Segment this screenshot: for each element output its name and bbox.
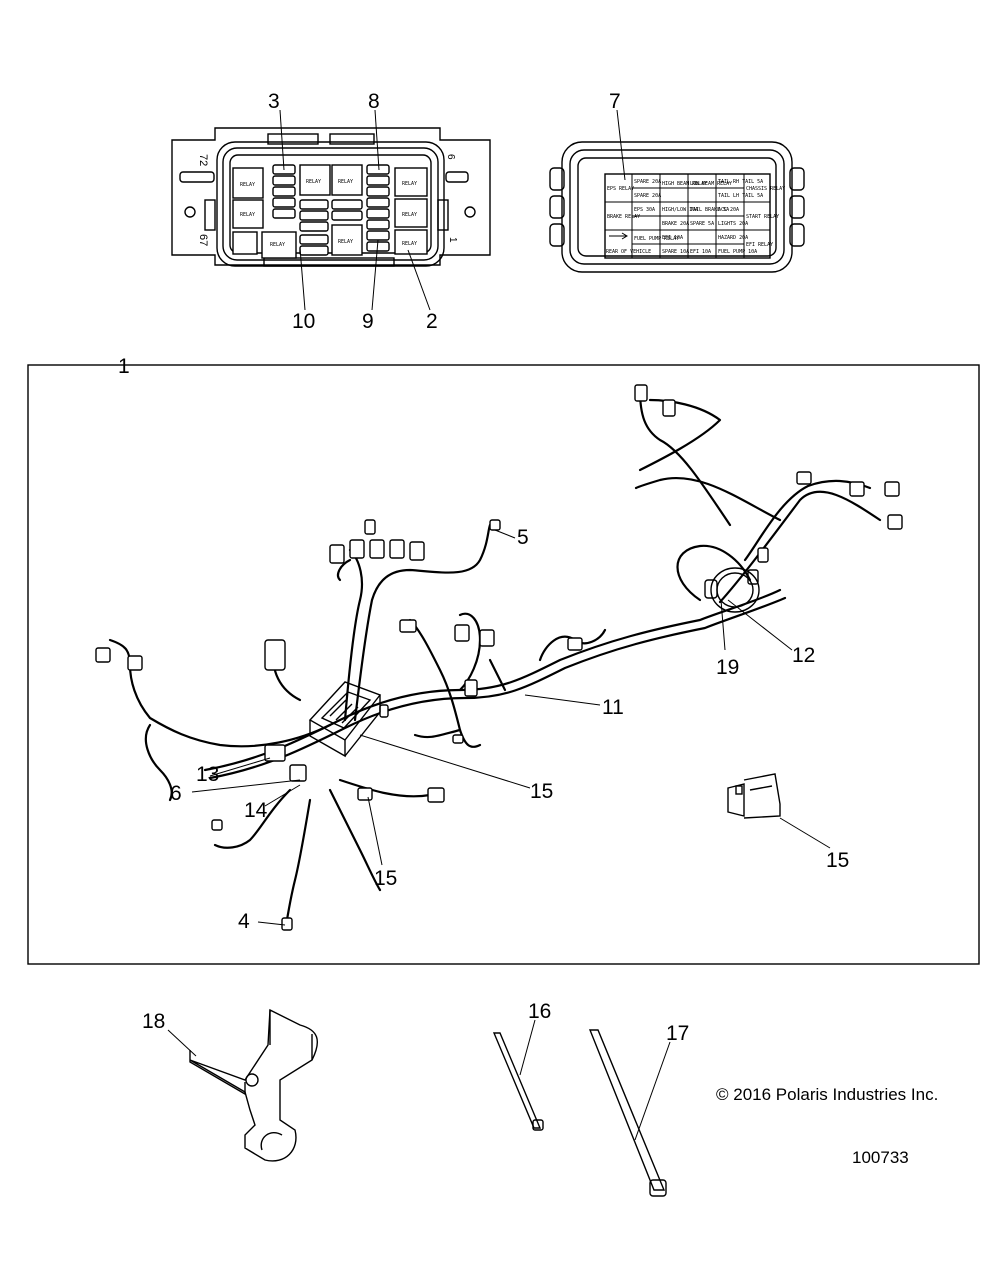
svg-text:BRAKE RELAY: BRAKE RELAY xyxy=(607,214,640,220)
relay-label: RELAY xyxy=(240,182,255,188)
callout-9: 9 xyxy=(362,310,374,333)
callout-11: 11 xyxy=(602,696,624,719)
relay-label: RELAY xyxy=(338,239,353,245)
svg-text:HIGH BEAM RELAY: HIGH BEAM RELAY xyxy=(662,181,707,187)
fuse-box-open: 72 67 6 1 RELAY RELAY RELAY RELAY RELAY … xyxy=(171,127,491,267)
svg-text:TAIL RH TAIL 5A: TAIL RH TAIL 5A xyxy=(718,179,763,185)
relay-label: RELAY xyxy=(402,241,417,247)
harness-assembly-frame xyxy=(27,364,980,965)
starter-solenoid xyxy=(704,567,760,613)
relay-label: RELAY xyxy=(240,212,255,218)
svg-text:ACC 20A: ACC 20A xyxy=(718,207,739,213)
svg-text:SPARE 20A: SPARE 20A xyxy=(634,179,661,185)
svg-text:EPS 30A: EPS 30A xyxy=(634,207,655,213)
fuse-label-row-4: BRAKE 20A SPARE 5A LIGHTS 20A xyxy=(662,221,748,227)
svg-text:CHASSIS RELAY: CHASSIS RELAY xyxy=(746,186,785,192)
svg-text:TAIL BRAKE 5A: TAIL BRAKE 5A xyxy=(690,207,729,213)
fuse-column-b xyxy=(366,164,390,252)
mini-fuse-cluster xyxy=(299,199,363,256)
relay-label: RELAY xyxy=(338,179,353,185)
svg-text:HIGH/LOW 10A: HIGH/LOW 10A xyxy=(662,207,698,213)
svg-text:HAZARD 20A: HAZARD 20A xyxy=(718,235,748,241)
svg-text:START RELAY: START RELAY xyxy=(746,214,779,220)
svg-text:SPARE 10A: SPARE 10A xyxy=(662,249,689,255)
callout-5: 5 xyxy=(517,526,529,549)
callout-12: 12 xyxy=(792,644,815,667)
svg-text:LIGHTS 20A: LIGHTS 20A xyxy=(718,221,748,227)
svg-text:SPARE 20A: SPARE 20A xyxy=(634,193,661,199)
callout-15-ecu: 15 xyxy=(530,780,553,803)
ecu-module xyxy=(308,681,382,758)
relay-label: RELAY xyxy=(270,242,285,248)
svg-text:EPS RELAY: EPS RELAY xyxy=(607,186,634,192)
callout-8: 8 xyxy=(368,90,380,113)
callout-14: 14 xyxy=(244,799,268,822)
svg-text:EFI RELAY: EFI RELAY xyxy=(746,242,773,248)
cable-tie-long xyxy=(588,1029,667,1197)
copyright-notice: © 2016 Polaris Industries Inc. xyxy=(716,1085,938,1104)
svg-text:LOW BEAM RELAY: LOW BEAM RELAY xyxy=(690,181,732,187)
fuse-label-row-6: REAR OF VEHICLE SPARE 10A EFI 10A FUEL P… xyxy=(606,249,757,255)
loose-terminal xyxy=(727,773,781,819)
cable-tie-short xyxy=(492,1032,544,1131)
fuse-box-side-label-right-bottom: 1 xyxy=(447,237,458,243)
main-wiring-harness xyxy=(108,388,882,927)
callout-3: 3 xyxy=(268,90,280,113)
callout-16: 16 xyxy=(528,1000,551,1023)
fuse-label-row-5: FUEL PUMP RELAY EFI 10A HAZARD 20A EFI R… xyxy=(634,235,773,248)
svg-text:TAIL LH TAIL 5A: TAIL LH TAIL 5A xyxy=(718,193,763,199)
callout-2: 2 xyxy=(426,310,438,333)
svg-text:BRAKE 20A: BRAKE 20A xyxy=(662,221,689,227)
svg-text:FUEL PUMP 10A: FUEL PUMP 10A xyxy=(718,249,757,255)
fuse-box-side-label-top: 72 xyxy=(197,154,209,166)
callout-15-connector: 15 xyxy=(374,867,397,890)
fuse-box-side-label-right-top: 6 xyxy=(445,154,456,160)
callout-1: 1 xyxy=(118,355,130,378)
svg-text:EFI 10A: EFI 10A xyxy=(662,235,683,241)
callout-18: 18 xyxy=(142,1010,165,1033)
relay-label: RELAY xyxy=(402,181,417,187)
callout-7: 7 xyxy=(609,90,621,113)
relay-label: RELAY xyxy=(402,212,417,218)
callout-10: 10 xyxy=(292,310,315,333)
fuse-label-row-1: EPS RELAY SPARE 20A HIGH BEAM RELAY LOW … xyxy=(607,179,785,192)
figure-number: 100733 xyxy=(852,1148,909,1167)
fuse-label-row-3: BRAKE RELAY EPS 30A HIGH/LOW 10A TAIL BR… xyxy=(607,207,779,220)
mounting-bracket xyxy=(189,1008,319,1162)
callout-17: 17 xyxy=(666,1022,689,1045)
svg-text:EFI 10A: EFI 10A xyxy=(690,249,711,255)
callout-6: 6 xyxy=(170,782,182,805)
fuse-box-cover: EPS RELAY SPARE 20A HIGH BEAM RELAY LOW … xyxy=(549,141,805,273)
callout-19: 19 xyxy=(716,656,739,679)
callout-numbers: 3 8 7 10 9 2 1 5 12 19 11 13 15 6 14 15 … xyxy=(118,90,849,1045)
callout-15-terminal: 15 xyxy=(826,849,849,872)
svg-text:SPARE 5A: SPARE 5A xyxy=(690,221,714,227)
callout-4: 4 xyxy=(238,910,250,933)
relay-label: RELAY xyxy=(306,179,321,185)
callout-13: 13 xyxy=(196,763,219,786)
fuse-column-a xyxy=(272,164,296,219)
svg-text:REAR OF VEHICLE: REAR OF VEHICLE xyxy=(606,249,651,255)
fuse-label-row-2: SPARE 20A TAIL LH TAIL 5A xyxy=(634,193,763,199)
fuse-box-side-label-bottom: 67 xyxy=(197,234,209,246)
svg-text:FUEL PUMP RELAY: FUEL PUMP RELAY xyxy=(634,236,679,242)
leader-lines xyxy=(167,109,831,1141)
harness-connectors xyxy=(95,384,903,931)
